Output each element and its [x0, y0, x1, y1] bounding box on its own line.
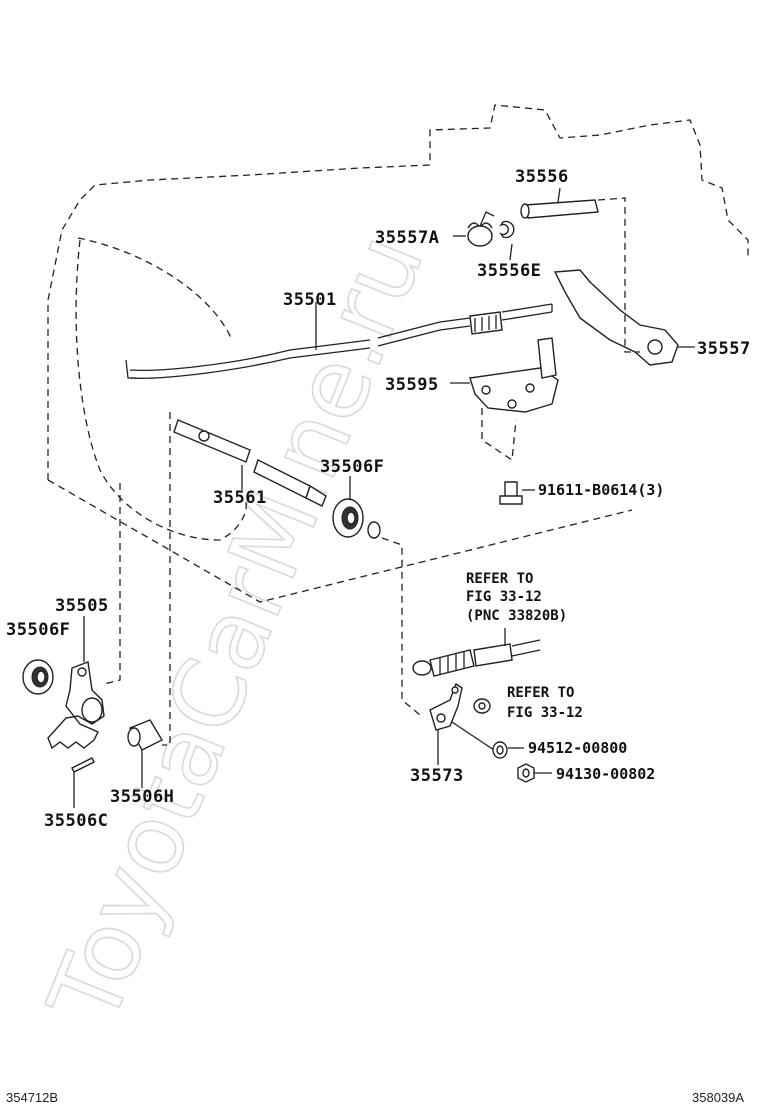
part-94512-washer: [492, 741, 524, 759]
part-91611-bolt: [499, 481, 535, 505]
part-35573-clamp: [429, 682, 495, 765]
label-94130: 94130-00802: [556, 765, 655, 783]
part-35506H-collar: [127, 719, 163, 788]
refer-cable-assembly: [412, 628, 541, 677]
refer-note-1-line1: REFER TO: [466, 571, 533, 587]
label-35556E: 35556E: [477, 261, 541, 281]
label-35595: 35595: [385, 375, 439, 395]
part-35557A-spring: [467, 211, 495, 247]
label-91611: 91611-B0614(3): [538, 481, 664, 499]
refer-nut: [473, 698, 491, 714]
label-35556: 35556: [515, 167, 569, 187]
label-35506F-left: 35506F: [6, 620, 70, 640]
refer-note-2-line2: FIG 33-12: [507, 705, 583, 721]
part-35557-lever: [553, 197, 695, 366]
watermark: ToyotaCarMine.ru: [27, 219, 445, 1039]
label-94512: 94512-00800: [528, 739, 627, 757]
label-35505: 35505: [55, 596, 109, 616]
part-35501-cable: [125, 302, 553, 379]
label-35506H: 35506H: [110, 787, 174, 807]
refer-note-2-line1: REFER TO: [507, 685, 574, 701]
label-35557A: 35557A: [375, 228, 439, 248]
label-35501: 35501: [283, 290, 337, 310]
refer-note-1-line2: FIG 33-12: [466, 589, 542, 605]
part-35506F-oil-seal-top: [332, 476, 421, 716]
part-35505-lever: [47, 483, 121, 750]
part-35506C-pin: [71, 757, 95, 808]
transmission-housing-outline: [47, 104, 749, 603]
label-35506C: 35506C: [44, 811, 108, 831]
part-35556E-clip: [499, 220, 515, 261]
label-35573: 35573: [410, 766, 464, 786]
label-35561: 35561: [213, 488, 267, 508]
label-35557: 35557: [697, 339, 751, 359]
footer-left-code: 354712B: [6, 1090, 58, 1105]
label-35506F-top: 35506F: [320, 457, 384, 477]
part-35561-shaft: [162, 412, 327, 746]
part-35595-bracket: [450, 337, 559, 462]
footer-right-code: 358039A: [692, 1090, 744, 1105]
part-35556-pin: [520, 187, 599, 219]
refer-note-1-line3: (PNC 33820B): [466, 608, 567, 624]
part-35506F-oil-seal-left: [22, 659, 54, 695]
part-94130-nut: [517, 763, 552, 783]
